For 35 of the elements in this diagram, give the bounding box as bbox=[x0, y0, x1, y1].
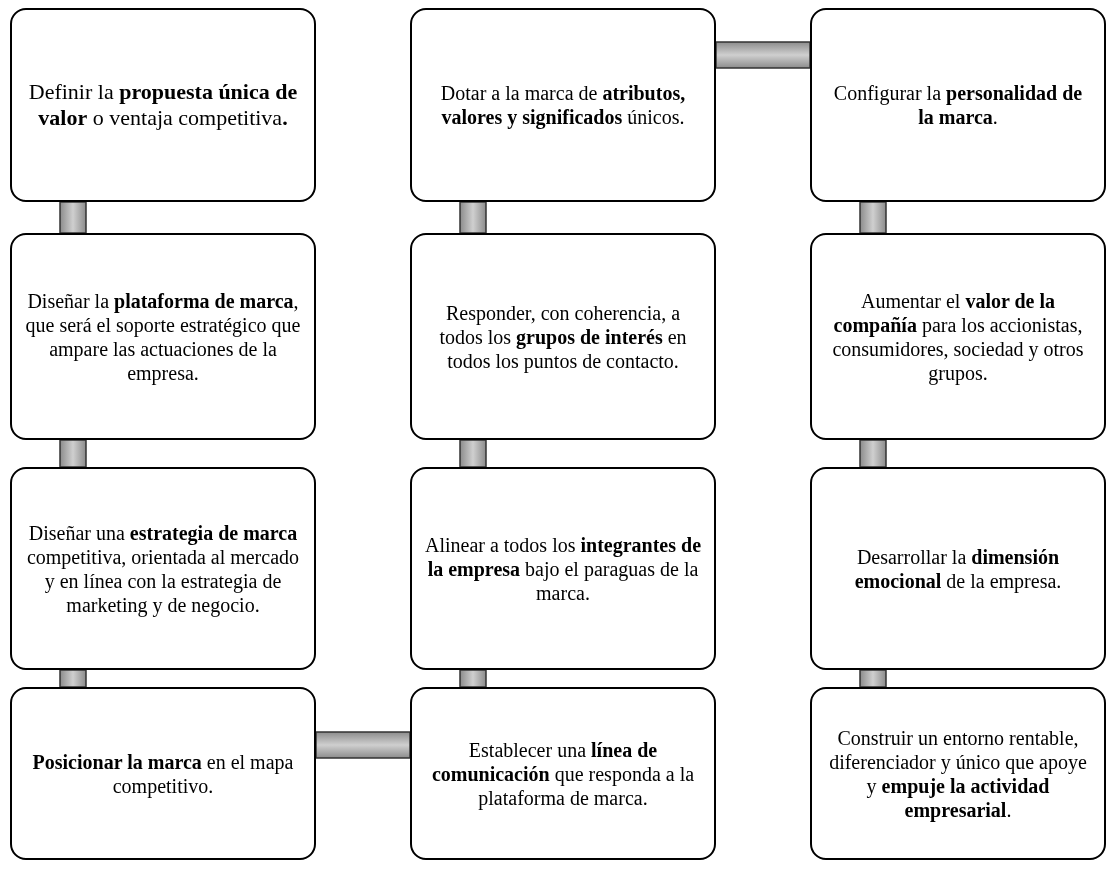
step-text: Desarrollar la dimensión emocional de la empresa. bbox=[853, 544, 1063, 593]
process-box bbox=[810, 233, 1106, 440]
step-text: Alinear a todos los integrantes de la empresa bajo el paraguas de la marca. bbox=[424, 532, 702, 605]
step-text: Construir un entorno rentable, diferenciador y único que apoye y empuje la actividad empresarial. bbox=[828, 725, 1088, 822]
step-text: Diseñar la plataforma de marca, que será el soporte estratégico que ampare las actuaciones de la empresa. bbox=[24, 288, 302, 385]
connector-bar bbox=[459, 439, 487, 468]
step-text: Definir la propuesta única de valor o ventaja competitiva. bbox=[27, 78, 299, 132]
process-box bbox=[810, 687, 1106, 860]
process-box bbox=[410, 233, 716, 440]
step-text: Dotar a la marca de atributos, valores y significados únicos. bbox=[439, 81, 687, 129]
step-text: Establecer una línea de comunicación que responda a la plataforma de marca. bbox=[430, 737, 696, 810]
connector-bar bbox=[59, 669, 87, 688]
connector-bar bbox=[859, 201, 887, 234]
connector-bar bbox=[59, 201, 87, 234]
connector-bar bbox=[315, 731, 411, 759]
connector-bar bbox=[859, 439, 887, 468]
process-box bbox=[10, 467, 316, 670]
connector-bar bbox=[859, 669, 887, 688]
connector-bar bbox=[59, 439, 87, 468]
process-box bbox=[410, 687, 716, 860]
process-box bbox=[10, 687, 316, 860]
step-text: Diseñar una estrategia de marca competitiva, orientada al mercado y en línea con la estrategia de marketing y de negocio. bbox=[25, 520, 301, 617]
step-text: Posicionar la marca en el mapa competitivo. bbox=[31, 749, 295, 798]
process-box bbox=[10, 233, 316, 440]
process-box bbox=[410, 467, 716, 670]
connector-bar bbox=[715, 41, 811, 69]
step-text: Aumentar el valor de la compañía para los accionistas, consumidores, sociedad y otros grupos. bbox=[831, 288, 1085, 385]
connector-bar bbox=[459, 201, 487, 234]
process-box bbox=[810, 8, 1106, 202]
process-box bbox=[10, 8, 316, 202]
step-text: Configurar la personalidad de la marca. bbox=[832, 81, 1084, 129]
process-box bbox=[810, 467, 1106, 670]
process-box bbox=[410, 8, 716, 202]
step-text: Responder, con coherencia, a todos los grupos de interés en todos los puntos de contacto. bbox=[438, 300, 688, 373]
connector-bar bbox=[459, 669, 487, 688]
